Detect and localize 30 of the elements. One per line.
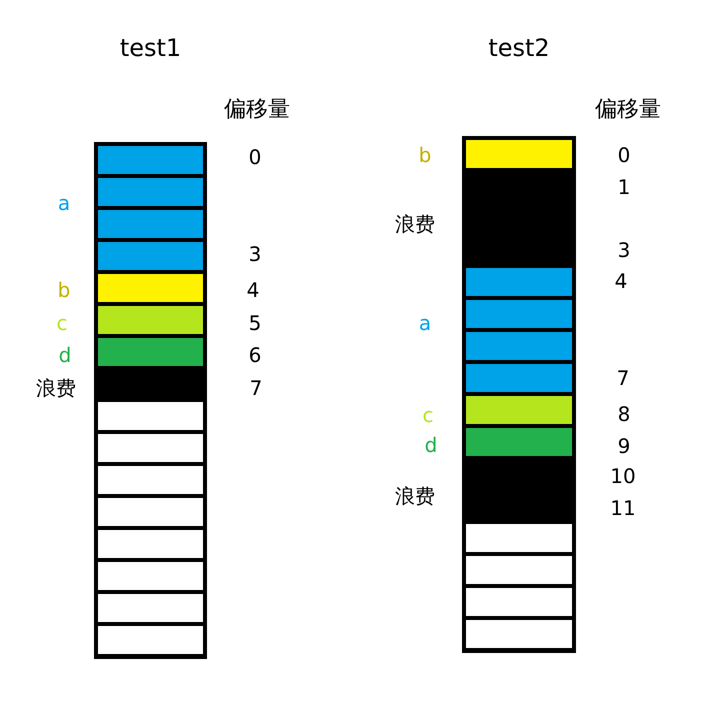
variable-label: d: [58, 345, 72, 365]
offset-number: 4: [246, 280, 260, 300]
offset-number: 1: [618, 177, 630, 197]
offset-number: 7: [250, 378, 262, 398]
variable-label: b: [58, 280, 70, 300]
variable-label: b: [418, 145, 432, 165]
variable-label: c: [422, 405, 434, 425]
offset-number: 3: [618, 240, 630, 260]
offset-header: 偏移量: [224, 99, 290, 121]
variable-label: c: [56, 313, 68, 333]
variable-label: a: [418, 313, 432, 333]
waste-label: 浪费: [395, 486, 435, 506]
column-title: test2: [488, 36, 550, 60]
waste-label: 浪费: [36, 378, 76, 398]
offset-number: 5: [248, 313, 262, 333]
variable-label: a: [58, 193, 70, 213]
offset-number: 6: [248, 345, 262, 365]
offset-number: 9: [618, 436, 630, 456]
offset-number: 3: [248, 244, 262, 264]
offset-number: 0: [618, 145, 630, 165]
offset-number: 10: [610, 466, 636, 486]
offset-number: 0: [248, 147, 262, 167]
offset-number: 8: [618, 404, 630, 424]
column-title: test1: [120, 36, 182, 60]
offset-number: 7: [616, 368, 630, 388]
offset-number: 4: [614, 271, 628, 291]
offset-header: 偏移量: [595, 99, 661, 121]
waste-label: 浪费: [395, 214, 435, 234]
offset-number: 11: [610, 498, 636, 518]
variable-label: d: [424, 435, 438, 455]
